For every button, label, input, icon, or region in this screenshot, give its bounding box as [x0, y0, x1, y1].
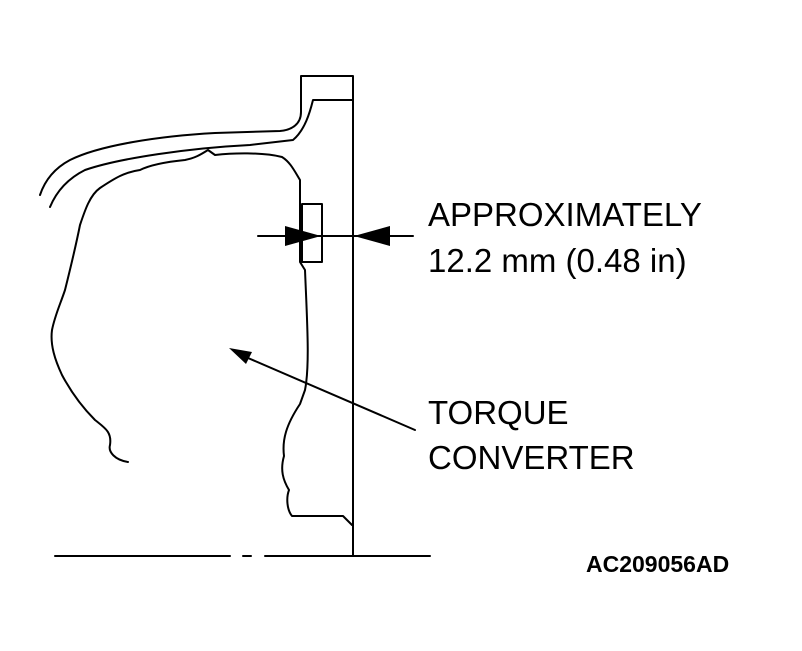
- torque-converter-outline: [50, 149, 353, 526]
- measurement-label-line1: APPROXIMATELY: [428, 196, 702, 233]
- drive-plate-outline: [39, 75, 354, 557]
- dimension-arrowhead-right: [354, 226, 390, 246]
- torque-converter-leader-line: [247, 357, 416, 431]
- part-label-line1: TORQUE: [428, 394, 569, 431]
- figure-code-label: AC209056AD: [586, 551, 730, 577]
- leader-arrowhead: [229, 348, 252, 364]
- part-label-line2: CONVERTER: [428, 439, 635, 476]
- dimension-arrowhead-left: [285, 226, 321, 246]
- drive-plate-inner-edge: [49, 99, 354, 208]
- measurement-label-line2: 12.2 mm (0.48 in): [428, 242, 687, 279]
